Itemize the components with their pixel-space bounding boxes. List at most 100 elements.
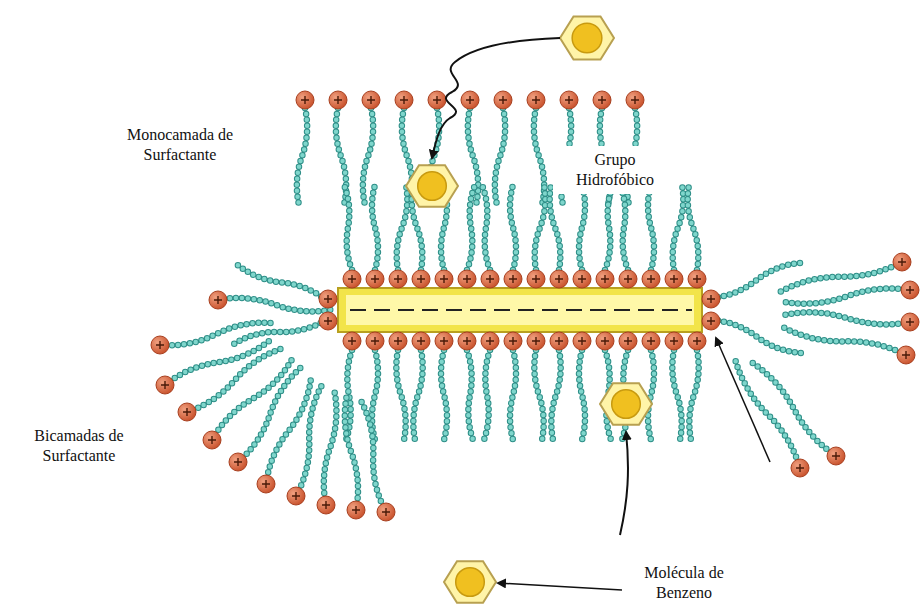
charge-plus	[208, 436, 216, 444]
benzene-core	[456, 568, 485, 597]
benzene-ring	[560, 17, 614, 60]
label-text: Molécula de Benzeno	[628, 563, 740, 603]
tail-chain	[785, 312, 910, 324]
charge-plus	[417, 337, 425, 345]
surfactant-head	[550, 332, 568, 350]
benzene-core	[612, 390, 641, 419]
surfactant-head	[319, 312, 337, 330]
charge-plus	[509, 275, 517, 283]
tail-outline	[579, 185, 585, 270]
surfactant-head	[481, 270, 499, 288]
surfactant-head	[366, 332, 384, 350]
surfactant-head	[389, 332, 407, 350]
tail-chain	[482, 185, 490, 270]
tail-chain	[712, 320, 801, 353]
tail-outline	[785, 312, 910, 324]
tail-chain	[467, 185, 475, 270]
surfactant-head	[596, 270, 614, 288]
tail-chain	[534, 350, 543, 440]
tail-chain	[360, 400, 386, 512]
surfactant-head	[428, 91, 446, 109]
charge-plus	[647, 337, 655, 345]
tail-outline	[212, 358, 293, 440]
label-text: Bicamadas de Surfactante	[8, 426, 150, 466]
surfactant-head	[642, 270, 660, 288]
charge-plus	[906, 286, 914, 294]
tail-chain	[550, 185, 561, 270]
tail-chain	[187, 348, 283, 412]
charge-plus	[693, 275, 701, 283]
tail-outline	[605, 185, 613, 270]
tail-outline	[345, 395, 358, 510]
tail-chain	[510, 185, 516, 270]
tail-outline	[187, 348, 283, 412]
surfactant-head	[893, 253, 911, 271]
surfactant-head	[389, 270, 407, 288]
tail-chain	[324, 390, 337, 505]
tail-chain	[712, 263, 800, 298]
benzene-core	[418, 172, 447, 201]
charge-plus	[183, 408, 191, 416]
surfactant-head	[827, 447, 845, 465]
tail-outline	[510, 185, 516, 270]
tail-chain	[218, 298, 333, 311]
charge-plus	[382, 508, 390, 516]
charge-plus	[707, 317, 715, 325]
tail-chain	[689, 350, 698, 440]
charge-plus	[348, 275, 356, 283]
tail-chain	[467, 350, 473, 440]
charge-plus	[301, 96, 309, 104]
surfactant-head	[527, 270, 545, 288]
benzene-ring	[600, 383, 652, 424]
charge-plus	[463, 275, 471, 283]
surfactant-head	[897, 346, 915, 364]
charge-plus	[555, 275, 563, 283]
tail-outline	[397, 185, 408, 270]
charge-plus	[400, 96, 408, 104]
surfactant-head	[702, 312, 720, 330]
charge-plus	[324, 295, 332, 303]
tail-outline	[712, 263, 800, 298]
tail-outline	[535, 185, 546, 270]
charge-plus	[532, 275, 540, 283]
benzene-core	[572, 23, 602, 53]
surfactant-head	[329, 91, 347, 109]
charge-plus	[693, 337, 701, 345]
surfactant-heads	[151, 91, 919, 521]
tail-chain	[397, 185, 408, 270]
surfactant-head	[343, 332, 361, 350]
leader-line	[498, 583, 622, 590]
tail-outline	[484, 350, 490, 440]
charge-plus	[601, 337, 609, 345]
charge-plus	[486, 275, 494, 283]
charge-plus	[466, 96, 474, 104]
tail-chain	[648, 350, 654, 440]
tail-outline	[579, 350, 585, 440]
surfactant-head	[435, 270, 453, 288]
benzene-molecules	[406, 17, 652, 603]
tail-chain	[344, 185, 352, 270]
charge-plus	[440, 275, 448, 283]
charge-plus	[532, 337, 540, 345]
charge-plus	[578, 337, 586, 345]
tail-chain	[238, 265, 326, 300]
surfactant-tails	[160, 108, 910, 512]
surfactant-head	[458, 270, 476, 288]
surfactant-head	[481, 332, 499, 350]
tail-outline	[324, 390, 337, 505]
tail-outline	[360, 400, 386, 512]
surfactant-head	[412, 332, 430, 350]
surfactant-head	[791, 459, 809, 477]
surfactant-head	[366, 270, 384, 288]
tail-outline	[534, 108, 544, 205]
charge-plus	[578, 275, 586, 283]
tail-outline	[467, 185, 475, 270]
tail-chain	[413, 350, 422, 440]
tail-outline	[648, 185, 654, 270]
charge-plus	[832, 452, 840, 460]
charge-plus	[417, 275, 425, 283]
charge-plus	[670, 337, 678, 345]
tail-outline	[673, 185, 684, 270]
surface-highlight	[346, 295, 694, 325]
